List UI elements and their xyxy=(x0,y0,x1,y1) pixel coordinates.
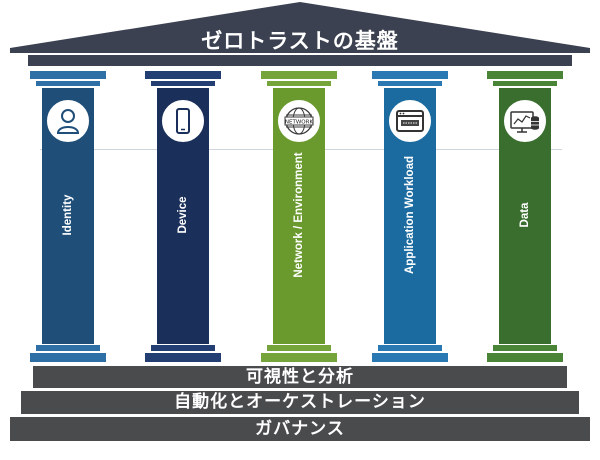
pillar-base xyxy=(30,353,106,362)
pillar-capital-lower xyxy=(151,81,215,86)
pillar-capital xyxy=(372,71,448,79)
pillar-capital xyxy=(487,71,563,79)
pillar-base xyxy=(487,353,563,362)
pillar-application-workload: Application Workload xyxy=(372,71,448,364)
mobile-device-icon xyxy=(160,98,206,144)
pillar-base xyxy=(145,353,221,362)
pillar-capital-lower xyxy=(36,81,100,86)
pillar-identity: Identity xyxy=(30,71,106,364)
pillar-label: Data xyxy=(519,202,531,228)
pillar-capital-lower xyxy=(493,81,557,86)
pillar-capital xyxy=(261,71,337,79)
data-monitor-icon xyxy=(502,98,548,144)
pillar-base-upper xyxy=(493,345,557,351)
roof: ゼロトラストの基盤 xyxy=(0,0,600,68)
pillar-label: Application Workload xyxy=(404,156,416,274)
pillar-label: Identity xyxy=(62,194,74,236)
pillar-base-upper xyxy=(267,345,331,351)
pillar-network: NETWORK Network / Environment xyxy=(261,71,337,364)
network-icon-text: NETWORK xyxy=(285,120,314,126)
pillar-base-upper xyxy=(151,345,215,351)
pillar-device: Device xyxy=(145,71,221,364)
pillar-label: Device xyxy=(177,196,189,234)
pillar-base xyxy=(372,353,448,362)
pillar-label: Network / Environment xyxy=(293,152,305,278)
pillar-capital xyxy=(30,71,106,79)
step-automation-orchestration: 自動化とオーケストレーション xyxy=(21,391,579,414)
step-visibility-analytics: 可視性と分析 xyxy=(33,366,567,388)
person-icon xyxy=(45,98,91,144)
pillar-base-upper xyxy=(378,345,442,351)
network-globe-icon: NETWORK xyxy=(276,98,322,144)
pillar-base-upper xyxy=(36,345,100,351)
roof-shape xyxy=(10,2,590,66)
browser-window-icon xyxy=(387,98,433,144)
step-governance: ガバナンス xyxy=(10,417,590,441)
pillar-base xyxy=(261,353,337,362)
roof-title: ゼロトラストの基盤 xyxy=(201,29,399,53)
pillar-capital-lower xyxy=(378,81,442,86)
pillar-data: Data xyxy=(487,71,563,364)
pillar-capital-lower xyxy=(267,81,331,86)
pillar-capital xyxy=(145,71,221,79)
